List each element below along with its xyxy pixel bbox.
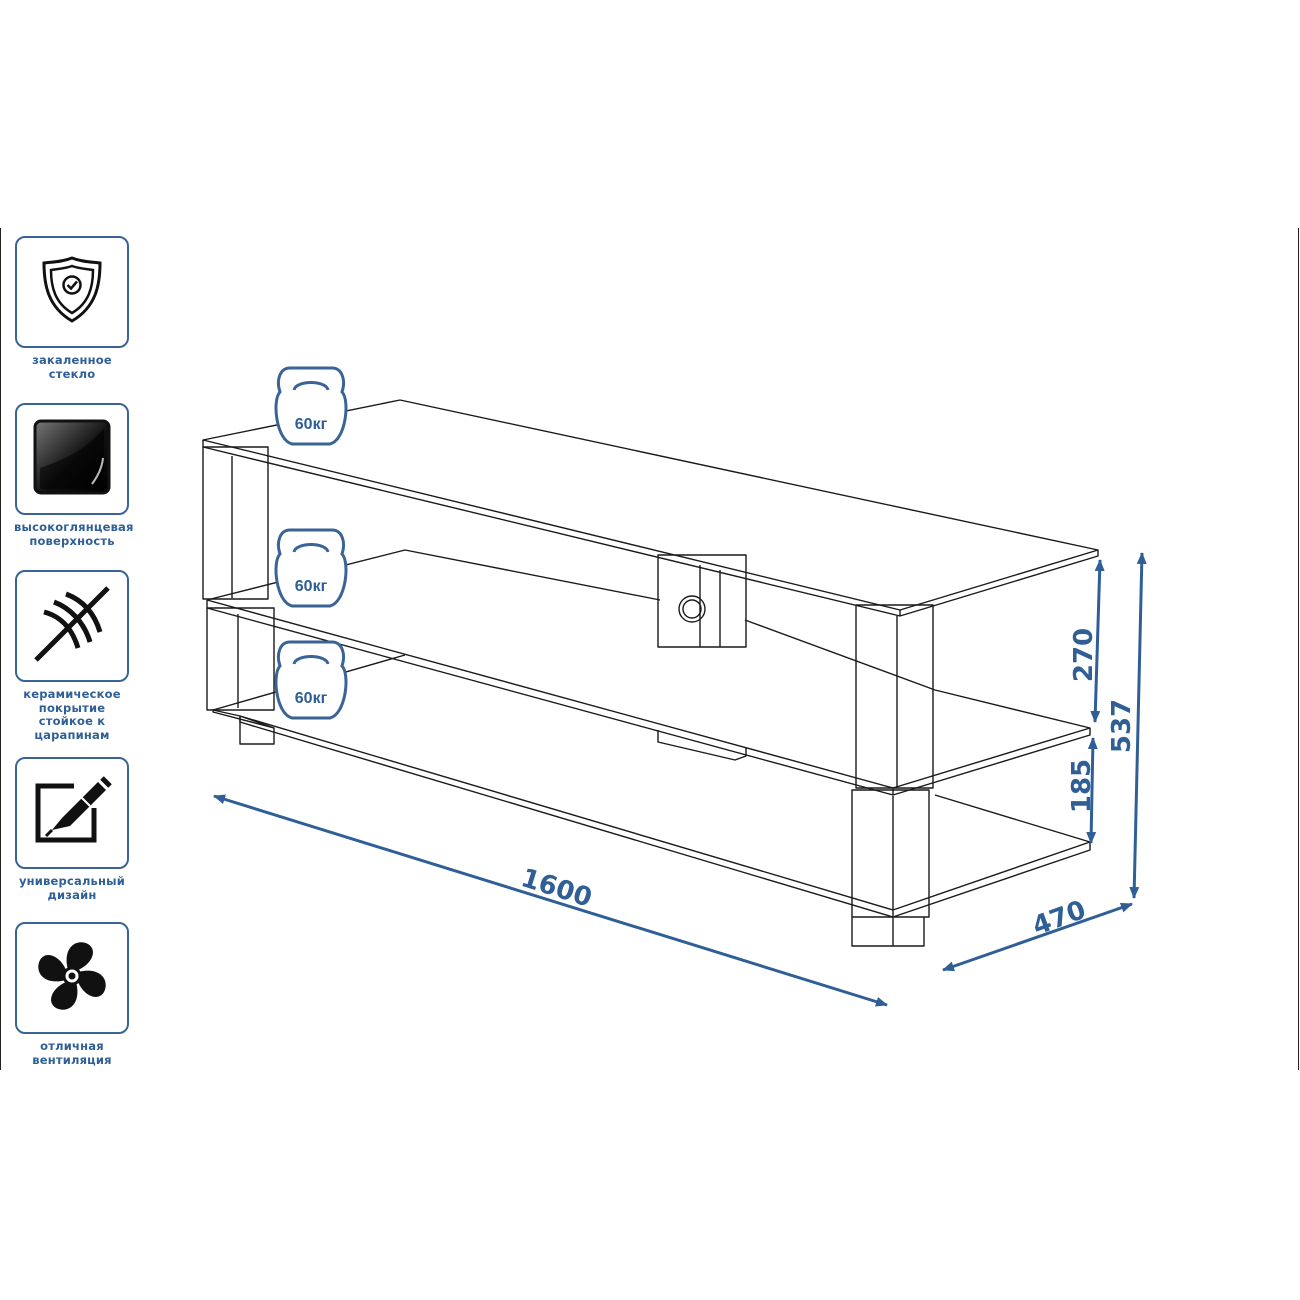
pen-design-icon (32, 774, 112, 852)
feature-glossy-surface: высокоглянцевая поверхность (14, 403, 134, 548)
dimension-width-line (213, 794, 888, 1007)
dimension-width-label: 1600 (517, 863, 595, 913)
dimension-total-height-line (1129, 552, 1147, 899)
fan-icon (34, 938, 110, 1018)
cable-hole (678, 595, 706, 623)
feature-box (15, 922, 129, 1034)
load-indicator-bottom: 60кг (274, 640, 348, 720)
dimension-lower-height-label: 185 (1067, 759, 1097, 813)
load-indicator-middle: 60кг (274, 528, 348, 608)
feature-box (15, 757, 129, 869)
cable-panel (657, 554, 747, 648)
leg-front-right-lower (851, 789, 930, 918)
feature-label: универсальный дизайн (18, 874, 126, 902)
feature-ceramic-coating: керамическое покрытие стойкое к царапина… (14, 570, 130, 742)
feature-label: отличная вентиляция (32, 1039, 112, 1067)
left-frame-line (0, 228, 1, 1070)
kettlebell-icon (274, 528, 348, 608)
feature-box (15, 236, 129, 348)
foot-front-right (851, 917, 925, 947)
feature-universal-design: универсальный дизайн (14, 757, 130, 902)
dimension-lower-height-line (1086, 737, 1098, 844)
bottom-shelf-edge (239, 716, 1091, 918)
kettlebell-icon (274, 640, 348, 720)
feature-label: керамическое покрытие стойкое к царапина… (23, 687, 121, 742)
right-frame-line (1298, 228, 1299, 1070)
load-indicator-top: 60кг (274, 366, 348, 446)
dimension-upper-height-line (1090, 559, 1105, 723)
feature-box (15, 403, 129, 515)
leg-front-right-upper (855, 604, 934, 789)
load-label: 60кг (295, 578, 328, 595)
load-label: 60кг (295, 690, 328, 707)
scratch-resistant-icon (30, 582, 114, 670)
feature-label: закаленное стекло (32, 353, 112, 381)
leg-front-left-upper (202, 446, 269, 600)
dimension-upper-height-label: 270 (1069, 628, 1099, 682)
dimension-total-height-label: 537 (1107, 699, 1137, 753)
shield-check-icon (40, 255, 104, 329)
dimension-depth-line (942, 902, 1133, 972)
kettlebell-icon (274, 366, 348, 446)
load-label: 60кг (295, 416, 328, 433)
feature-label: высокоглянцевая поверхность (14, 520, 134, 548)
foot-front-left (212, 709, 275, 745)
dimension-depth-label: 470 (1029, 895, 1090, 942)
glossy-square-icon (32, 418, 112, 500)
feature-box (15, 570, 129, 682)
feature-tempered-glass: закаленное стекло (14, 236, 130, 381)
leg-front-left-lower (206, 607, 275, 711)
middle-shelf (206, 549, 661, 601)
feature-ventilation: отличная вентиляция (14, 922, 130, 1067)
